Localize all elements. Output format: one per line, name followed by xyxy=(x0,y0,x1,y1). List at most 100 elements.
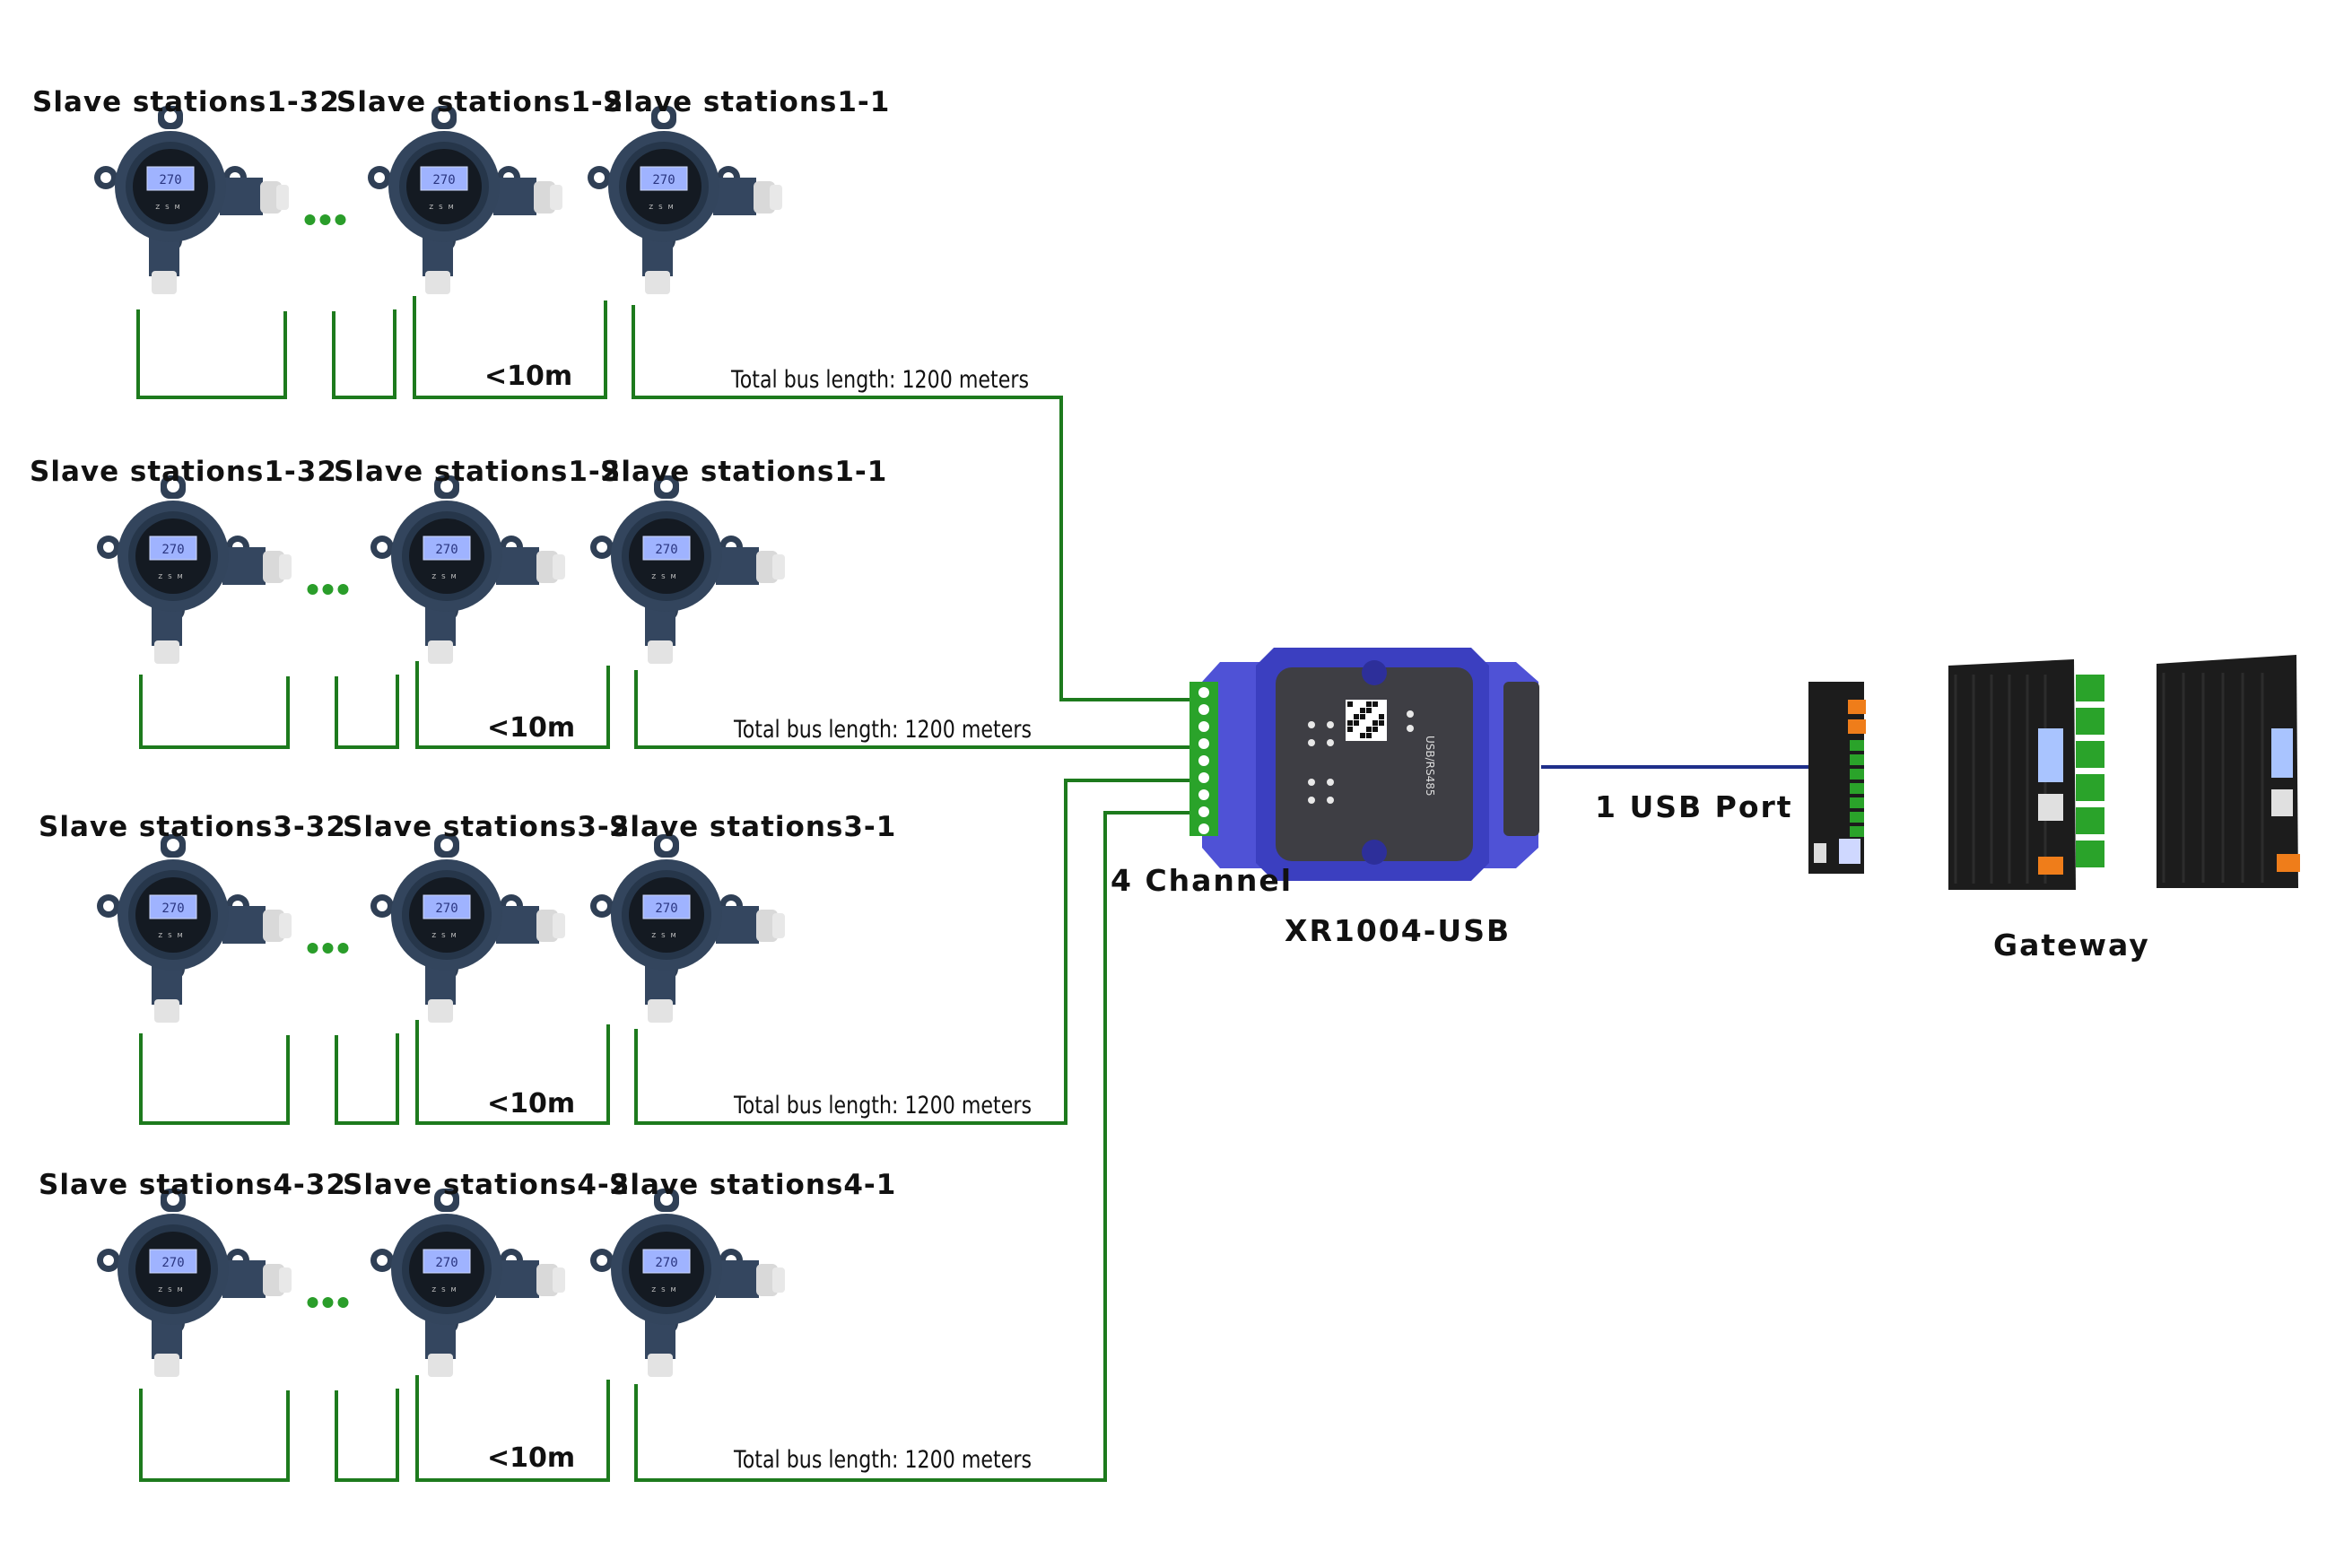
bus-length-label-r1: Total bus length: 1200 meters xyxy=(731,366,1029,394)
terminal-screw-5 xyxy=(1198,755,1209,766)
gas-sensor-r3-3 xyxy=(589,833,786,1024)
qr-cell xyxy=(1379,714,1384,719)
qr-cell xyxy=(1366,708,1372,713)
ellipsis-dot-r3-3 xyxy=(337,943,349,954)
gw1-green-terminal-5 xyxy=(2076,807,2104,834)
io-lan-port xyxy=(1839,839,1860,864)
status-led-5 xyxy=(1308,779,1315,786)
io-green-terminal-2 xyxy=(1850,754,1864,765)
gw1-green-terminal-1 xyxy=(2076,675,2104,701)
usb-port-label: 1 USB Port xyxy=(1595,789,1793,824)
bus-drop-c-r4 xyxy=(415,1375,610,1482)
terminal-screw-3 xyxy=(1198,721,1209,732)
bus-drop-c-r2 xyxy=(415,661,610,749)
qr-cell xyxy=(1372,720,1378,726)
terminal-screw-2 xyxy=(1198,704,1209,715)
gw2-usb-ports xyxy=(2271,789,2293,816)
terminal-screw-9 xyxy=(1198,823,1209,834)
qr-cell xyxy=(1347,727,1353,732)
gw1-sfp-ports xyxy=(2038,728,2063,782)
gas-sensor-r4-2 xyxy=(370,1188,566,1378)
trunk-wire-r4 xyxy=(634,811,1193,1482)
io-orange-terminal-1 xyxy=(1848,700,1866,714)
qr-cell xyxy=(1347,701,1353,707)
qr-cell xyxy=(1354,720,1359,726)
usb-socket-housing xyxy=(1503,682,1539,836)
io-green-terminal-1 xyxy=(1850,740,1864,751)
station-label-r1-2: Slave stations1-2 xyxy=(336,86,624,118)
gateway-group xyxy=(1808,655,2300,890)
qr-cell xyxy=(1354,714,1359,719)
io-green-terminal-6 xyxy=(1850,812,1864,823)
status-led-3 xyxy=(1308,739,1315,746)
ellipsis-dot-r1-1 xyxy=(304,214,316,225)
qr-cell xyxy=(1360,708,1365,713)
qr-cell xyxy=(1360,733,1365,738)
gw1-green-terminal-2 xyxy=(2076,708,2104,735)
station-label-r3-1: Slave stations3-1 xyxy=(609,811,897,843)
io-green-terminal-3 xyxy=(1850,769,1864,780)
qr-cell xyxy=(1347,720,1353,726)
distance-label-r4: <10m xyxy=(487,1442,576,1474)
trunk-wire-r3 xyxy=(634,779,1193,1125)
bus-drop-b-r2 xyxy=(335,675,399,749)
status-led-7 xyxy=(1308,797,1315,804)
ellipsis-dot-r4-1 xyxy=(307,1297,318,1308)
io-orange-terminal-2 xyxy=(1848,719,1866,734)
link-led xyxy=(1407,725,1414,732)
ellipsis-dot-r1-2 xyxy=(319,214,331,225)
status-led-1 xyxy=(1308,721,1315,728)
converter-screw-bottom xyxy=(1362,840,1387,865)
station-label-r4-1: Slave stations4-1 xyxy=(609,1169,897,1201)
bus-drop-c-r1 xyxy=(413,296,607,399)
status-led-4 xyxy=(1327,739,1334,746)
station-label-r4-32: Slave stations4-32 xyxy=(39,1169,346,1201)
converter-model-label: XR1004-USB xyxy=(1285,913,1512,948)
distance-label-r3: <10m xyxy=(487,1088,576,1119)
ellipsis-dot-r3-2 xyxy=(322,943,334,954)
io-green-terminal-4 xyxy=(1850,783,1864,794)
bus-drop-a-r2 xyxy=(139,675,290,749)
gas-sensor-r2-1 xyxy=(96,475,292,665)
station-label-r2-32: Slave stations1-32 xyxy=(30,456,337,488)
bus-length-label-r4: Total bus length: 1200 meters xyxy=(734,1446,1032,1474)
qr-cell xyxy=(1366,701,1372,707)
qr-cell xyxy=(1366,727,1372,732)
channel-label: 4 Channel xyxy=(1111,863,1294,898)
wiring-layer xyxy=(136,296,1812,1482)
bus-drop-b-r3 xyxy=(335,1033,399,1125)
ellipsis-dot-r2-3 xyxy=(337,584,349,595)
trunk-wire-r2 xyxy=(634,670,1193,749)
ellipsis-dot-r4-2 xyxy=(322,1297,334,1308)
station-label-r2-2: Slave stations1-2 xyxy=(334,456,622,488)
bus-length-label-r2: Total bus length: 1200 meters xyxy=(734,716,1032,744)
distance-label-r1: <10m xyxy=(484,361,573,392)
ellipsis-dot-r2-1 xyxy=(307,584,318,595)
gw2-sfp-ports xyxy=(2271,728,2293,778)
io-green-terminal-7 xyxy=(1850,826,1864,837)
station-label-r3-32: Slave stations3-32 xyxy=(39,811,346,843)
bus-drop-b-r1 xyxy=(332,309,396,399)
distance-label-r2: <10m xyxy=(487,712,576,744)
gw1-orange-terminal xyxy=(2038,857,2063,875)
status-led-2 xyxy=(1327,721,1334,728)
bus-drop-b-r4 xyxy=(335,1389,399,1482)
ellipsis-dot-r3-1 xyxy=(307,943,318,954)
terminal-screw-6 xyxy=(1198,772,1209,783)
gateway-label: Gateway xyxy=(1993,928,2150,963)
trunk-wire-r1 xyxy=(632,305,1193,701)
qr-cell xyxy=(1379,720,1384,726)
bus-drop-a-r3 xyxy=(139,1033,290,1125)
status-led-8 xyxy=(1327,797,1334,804)
station-label-r1-32: Slave stations1-32 xyxy=(32,86,340,118)
ellipsis-dot-r1-3 xyxy=(335,214,346,225)
gas-sensor-r1-2 xyxy=(367,105,563,295)
usb-rs485-converter: USB/RS485 xyxy=(1189,648,1539,881)
qr-cell xyxy=(1360,714,1365,719)
gas-sensor-r1-1 xyxy=(93,105,290,295)
ellipsis-dot-r4-3 xyxy=(337,1297,349,1308)
gas-sensor-r2-3 xyxy=(589,475,786,665)
bus-length-label-r3: Total bus length: 1200 meters xyxy=(734,1092,1032,1119)
